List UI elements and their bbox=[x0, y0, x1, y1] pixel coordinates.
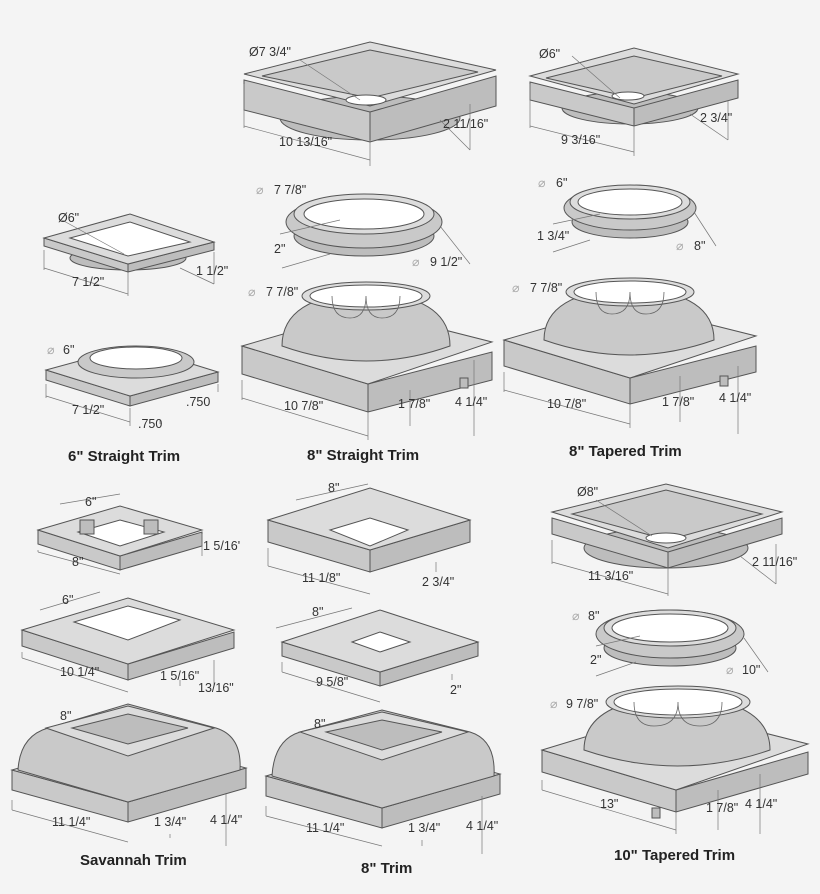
dim-label: 1 7/8" bbox=[398, 397, 431, 411]
product-title-8-trim: 8" Trim bbox=[361, 860, 413, 877]
collar-8-straight-illustration bbox=[243, 41, 497, 166]
collar-6-straight-illustration bbox=[42, 213, 216, 296]
collar-8-tapered-illustration bbox=[528, 47, 740, 156]
dim-label: 1 5/16' bbox=[203, 539, 241, 553]
dim-label: 11 1/4" bbox=[52, 815, 91, 829]
dim-label: 11 1/8" bbox=[302, 571, 341, 585]
diameter-symbol: ⌀ bbox=[538, 176, 546, 190]
dim-label: Ø6" bbox=[58, 211, 80, 225]
dim-label: 8" bbox=[60, 709, 72, 723]
diameter-symbol: ⌀ bbox=[512, 281, 520, 295]
dim-label: 1 7/8" bbox=[706, 801, 739, 815]
base-6-straight-illustration bbox=[44, 345, 220, 426]
dim-label: 7 7/8" bbox=[274, 183, 307, 197]
dim-label: 1 3/4" bbox=[537, 229, 570, 243]
dim-label: .750 bbox=[186, 395, 211, 409]
dim-label: 9 3/16" bbox=[561, 133, 601, 147]
cap-8-trim-illustration bbox=[275, 607, 480, 703]
base-8-straight-illustration bbox=[240, 281, 494, 440]
diameter-symbol: ⌀ bbox=[47, 343, 55, 357]
dim-label: 6" bbox=[62, 593, 74, 607]
dim-label: 1 3/4" bbox=[408, 821, 441, 835]
dim-label: 4 1/4" bbox=[466, 819, 499, 833]
collar-savannah-illustration bbox=[36, 493, 204, 575]
dim-label: 2 3/4" bbox=[700, 111, 733, 125]
collar-10-tapered-illustration bbox=[550, 483, 784, 596]
ring-10-tapered-illustration bbox=[595, 609, 769, 677]
product-title-savannah-trim: Savannah Trim bbox=[80, 852, 187, 869]
diameter-symbol: ⌀ bbox=[550, 697, 558, 711]
dim-label: 8" bbox=[328, 481, 340, 495]
base-8-tapered-illustration bbox=[502, 277, 758, 434]
collar-8-trim-illustration bbox=[266, 483, 472, 595]
product-title-10-tapered-trim: 10" Tapered Trim bbox=[614, 847, 736, 864]
diameter-symbol: ⌀ bbox=[726, 663, 734, 677]
dim-label: 10 7/8" bbox=[547, 397, 587, 411]
dim-label: 7 1/2" bbox=[72, 403, 105, 417]
dim-label: 10 7/8" bbox=[284, 399, 324, 413]
dim-label: 1 3/4" bbox=[154, 815, 187, 829]
dim-label: 13/16" bbox=[198, 681, 234, 695]
ring-8-straight-illustration bbox=[279, 193, 471, 269]
dim-label: 9 7/8" bbox=[566, 697, 599, 711]
base-10-tapered-illustration bbox=[540, 685, 810, 834]
dim-label: 2 11/16" bbox=[443, 117, 489, 131]
dim-label: 7 7/8" bbox=[266, 285, 299, 299]
dim-label: 2" bbox=[590, 653, 602, 667]
dim-label: 1 7/8" bbox=[662, 395, 695, 409]
dim-label: 10 1/4" bbox=[60, 665, 100, 679]
dim-label: 9 1/2" bbox=[430, 255, 463, 269]
dim-label: Ø6" bbox=[539, 47, 561, 61]
dim-label: Ø8" bbox=[577, 485, 599, 499]
dim-label: 4 1/4" bbox=[455, 395, 488, 409]
dim-label: Ø7 3/4" bbox=[249, 45, 291, 59]
diameter-symbol: ⌀ bbox=[248, 285, 256, 299]
dim-label: 4 1/4" bbox=[210, 813, 243, 827]
base-savannah-illustration bbox=[10, 703, 248, 846]
dim-label: 11 1/4" bbox=[306, 821, 345, 835]
dim-label: 4 1/4" bbox=[745, 797, 778, 811]
dim-label: 8" bbox=[72, 555, 84, 569]
product-title-8-straight-trim: 8" Straight Trim bbox=[307, 447, 420, 464]
dim-label: 4 1/4" bbox=[719, 391, 752, 405]
dim-label: 1 5/16" bbox=[160, 669, 200, 683]
dim-label: 13" bbox=[600, 797, 619, 811]
dim-label: 2" bbox=[274, 242, 286, 256]
dim-label: 6" bbox=[556, 176, 568, 190]
dim-label: 8" bbox=[314, 717, 326, 731]
dim-label: 6" bbox=[63, 343, 75, 357]
dim-label: 7 1/2" bbox=[72, 275, 105, 289]
ring-8-tapered-illustration bbox=[552, 184, 717, 253]
dim-label: 2 3/4" bbox=[422, 575, 455, 589]
diameter-symbol: ⌀ bbox=[572, 609, 580, 623]
dim-label: 11 3/16" bbox=[588, 569, 634, 583]
dim-label: 7 7/8" bbox=[530, 281, 563, 295]
dim-label: 2" bbox=[450, 683, 462, 697]
product-title-6-straight-trim: 6" Straight Trim bbox=[68, 448, 181, 465]
dim-label: 10 13/16" bbox=[279, 135, 333, 149]
dim-label: 2 11/16" bbox=[752, 555, 798, 569]
base-8-trim-illustration bbox=[264, 709, 502, 854]
cap-savannah-illustration bbox=[20, 591, 236, 693]
dim-label: 8" bbox=[588, 609, 600, 623]
dim-label: 9 5/8" bbox=[316, 675, 349, 689]
dim-label: 8" bbox=[694, 239, 706, 253]
dim-label: 6" bbox=[85, 495, 97, 509]
dim-label: .750 bbox=[138, 417, 163, 431]
diameter-symbol: ⌀ bbox=[676, 239, 684, 253]
diameter-symbol: ⌀ bbox=[412, 255, 420, 269]
diameter-symbol: ⌀ bbox=[256, 183, 264, 197]
dim-label: 10" bbox=[742, 663, 761, 677]
dim-label: 8" bbox=[312, 605, 324, 619]
dim-label: 1 1/2" bbox=[196, 264, 229, 278]
product-title-8-tapered-trim: 8" Tapered Trim bbox=[569, 443, 682, 460]
